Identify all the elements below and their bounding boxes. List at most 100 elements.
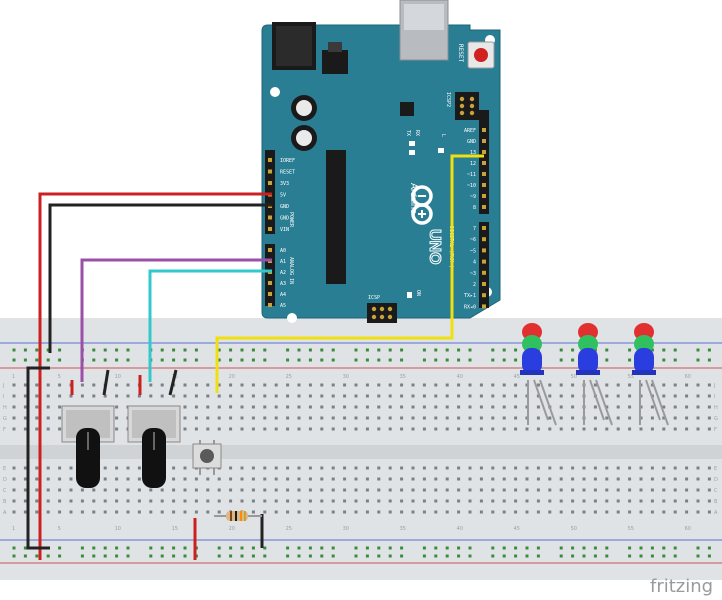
- rail-hole: [514, 546, 518, 550]
- rail-hole: [103, 546, 107, 550]
- breadboard-hole: [685, 466, 689, 470]
- rail-hole: [650, 554, 654, 558]
- column-number-bottom: 45: [514, 526, 520, 532]
- breadboard-hole: [411, 510, 415, 514]
- breadboard-hole: [400, 488, 404, 492]
- breadboard-hole: [160, 488, 164, 492]
- pot2-black-lead: [168, 369, 178, 396]
- breadboard-hole: [411, 383, 415, 387]
- rx-label: RX: [414, 130, 420, 136]
- breadboard-hole: [194, 427, 198, 431]
- breadboard-hole: [400, 510, 404, 514]
- breadboard-hole: [137, 499, 141, 503]
- breadboard-hole: [502, 405, 506, 409]
- breadboard-hole: [491, 383, 495, 387]
- breadboard-hole: [445, 466, 449, 470]
- breadboard-hole: [479, 383, 483, 387]
- rail-hole: [559, 554, 563, 558]
- breadboard-hole: [479, 427, 483, 431]
- breadboard-hole: [491, 499, 495, 503]
- breadboard-hole: [240, 499, 244, 503]
- breadboard-hole: [206, 477, 210, 481]
- rail-hole: [229, 348, 233, 352]
- breadboard-hole: [263, 488, 267, 492]
- breadboard-hole: [457, 488, 461, 492]
- breadboard-hole: [354, 466, 358, 470]
- breadboard-hole: [479, 477, 483, 481]
- breadboard-hole: [479, 499, 483, 503]
- breadboard-hole: [240, 383, 244, 387]
- breadboard-hole: [286, 499, 290, 503]
- breadboard-hole: [331, 416, 335, 420]
- breadboard-hole: [274, 416, 278, 420]
- header-pin: [482, 172, 486, 176]
- breadboard-hole: [308, 477, 312, 481]
- rail-hole: [605, 358, 609, 362]
- rail-hole: [491, 358, 495, 362]
- pin-label: ~10: [467, 183, 476, 189]
- rail-hole: [23, 358, 27, 362]
- breadboard-hole: [263, 416, 267, 420]
- breadboard-hole: [365, 383, 369, 387]
- breadboard-hole: [525, 488, 529, 492]
- rail-hole: [468, 348, 472, 352]
- breadboard-hole: [411, 499, 415, 503]
- breadboard-hole: [502, 466, 506, 470]
- header-pin: [482, 205, 486, 209]
- rail-hole: [559, 358, 563, 362]
- breadboard-hole: [149, 510, 153, 514]
- pin-label: A5: [280, 303, 286, 309]
- breadboard-hole: [23, 466, 27, 470]
- rail-hole: [92, 348, 96, 352]
- breadboard-hole: [388, 510, 392, 514]
- breadboard-hole: [434, 510, 438, 514]
- column-number-top: 25: [286, 374, 292, 380]
- breadboard-hole: [46, 499, 50, 503]
- rail-hole: [23, 554, 27, 558]
- rail-hole: [422, 348, 426, 352]
- breadboard-hole: [46, 466, 50, 470]
- breadboard-hole: [662, 488, 666, 492]
- breadboard-hole: [103, 477, 107, 481]
- breadboard-hole: [388, 488, 392, 492]
- icsp2-label: ICSP2: [445, 92, 451, 107]
- capacitor-top: [296, 100, 312, 116]
- breadboard-hole: [331, 394, 335, 398]
- breadboard-hole: [320, 510, 324, 514]
- rail-hole: [377, 554, 381, 558]
- breadboard-hole: [80, 488, 84, 492]
- breadboard-hole: [115, 427, 119, 431]
- breadboard-hole: [58, 416, 62, 420]
- breadboard-hole: [206, 383, 210, 387]
- breadboard-hole: [434, 477, 438, 481]
- row-letter: C: [714, 488, 718, 494]
- rail-hole: [217, 554, 221, 558]
- rail-hole: [502, 358, 506, 362]
- breadboard-hole: [479, 510, 483, 514]
- column-number-bottom: 60: [685, 526, 691, 532]
- row-letter: F: [714, 427, 717, 433]
- breadboard-hole: [468, 499, 472, 503]
- breadboard-hole: [548, 488, 552, 492]
- breadboard-hole: [593, 383, 597, 387]
- breadboard-hole: [46, 488, 50, 492]
- breadboard-hole: [217, 477, 221, 481]
- rail-hole: [183, 554, 187, 558]
- column-number-top: 30: [343, 374, 349, 380]
- breadboard-hole: [548, 416, 552, 420]
- breadboard-hole: [445, 383, 449, 387]
- breadboard-hole: [696, 466, 700, 470]
- breadboard-hole: [468, 466, 472, 470]
- breadboard-hole: [12, 427, 16, 431]
- breadboard-hole: [320, 405, 324, 409]
- breadboard-hole: [286, 466, 290, 470]
- breadboard-hole: [206, 394, 210, 398]
- breadboard-hole: [639, 466, 643, 470]
- breadboard-hole: [331, 466, 335, 470]
- breadboard-hole: [149, 383, 153, 387]
- breadboard-hole: [707, 416, 711, 420]
- rail-hole: [58, 358, 62, 362]
- breadboard-hole: [149, 488, 153, 492]
- breadboard-hole: [115, 510, 119, 514]
- breadboard-hole: [263, 466, 267, 470]
